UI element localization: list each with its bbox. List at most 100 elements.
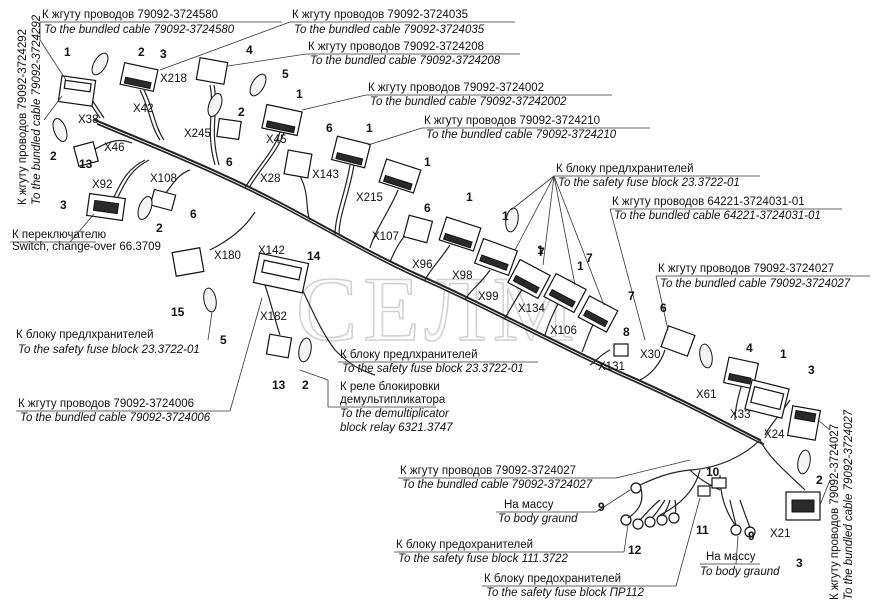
connector-x134 <box>507 258 551 300</box>
connector-x30 <box>660 325 696 357</box>
callout-13: 13 <box>79 157 93 171</box>
code-x182: X182 <box>260 311 287 323</box>
code-x92: X92 <box>92 179 112 191</box>
label-en: To the bundled cable 79092-3724580 <box>44 24 235 36</box>
label-harness-3724002: К жгуту проводов 79092-3724002 To the bu… <box>301 82 612 111</box>
label-fuse-block-left: К блоку предлхранителей To the safety fu… <box>16 311 213 356</box>
callout-1: 1 <box>424 155 431 169</box>
connector-x46 <box>73 141 99 167</box>
label-harness-3724035: К жгуту проводов 79092-3724035 To the bu… <box>159 9 515 71</box>
label-en: To the safety fuse block 23.3722-01 <box>558 177 740 189</box>
code-x108: X108 <box>150 173 177 185</box>
label-fuse-block-top: К блоку предлхранителей To the safety fu… <box>510 163 760 306</box>
label-ru: К жгуту проводов 79092-3724027 <box>829 424 841 600</box>
callout-2: 2 <box>138 45 145 59</box>
callout-3: 3 <box>60 198 67 212</box>
callout-12: 12 <box>628 543 642 557</box>
label-ru: К жгуту проводов 79092-3724292 <box>17 29 29 205</box>
connector-x24 <box>786 405 822 441</box>
connector-x38 <box>57 75 97 107</box>
connector-x245 <box>195 57 242 141</box>
label-ru: К жгуту проводов 79092-3724027 <box>658 263 834 275</box>
label-fuse-block-1113722: К блоку предохранителей To the safety fu… <box>394 524 629 565</box>
connector-x182 <box>265 333 293 359</box>
ring-terminals <box>620 477 756 538</box>
callout-10: 10 <box>706 465 720 479</box>
label-en: Switch, change-over 66.3709 <box>12 241 161 253</box>
label-harness-64221: К жгуту проводов 64221-3724031-01 To the… <box>609 196 842 341</box>
label-harness-3724292-vertical: К жгуту проводов 79092-3724292 To the bu… <box>17 14 63 205</box>
label-harness-3724027-bottom: К жгуту проводов 79092-3724027 To the bu… <box>398 459 691 491</box>
connector-x108 <box>149 188 177 212</box>
label-ru: К блоку предлхранителей <box>556 163 694 175</box>
label-en: To the bundled cable 79092-3724035 <box>294 24 485 36</box>
callout-7: 7 <box>628 289 635 303</box>
label-ru: К жгуту проводов 79092-3724006 <box>18 398 194 410</box>
connector-x107 <box>402 214 434 244</box>
code-x96: X96 <box>412 259 432 271</box>
code-x28: X28 <box>260 173 280 185</box>
label-en-2: block relay 6321.3747 <box>340 422 453 434</box>
callout-1: 1 <box>780 347 787 361</box>
connector-x92 <box>85 192 127 222</box>
code-x245: X245 <box>184 128 211 140</box>
connector-x99 <box>473 237 519 277</box>
label-en: To the bundled cable 79092-3724027 <box>402 479 593 491</box>
label-ru: К блоку предохранителей <box>484 573 621 585</box>
label-ru: К жгуту проводов 79092-3724208 <box>308 41 484 53</box>
callout-numbers: 1 2 3 4 5 2 1 6 1 2 13 3 2 6 6 1 1 6 1 1… <box>50 43 823 570</box>
label-en: To the bundled cable 64221-3724031-01 <box>614 210 821 222</box>
label-en: To the bundled cable 79092-3724006 <box>20 412 211 424</box>
connector-codes: X38 X42 X218 X245 X46 X92 X108 X45 X28 X… <box>78 73 790 540</box>
label-harness-3724208: К жгуту проводов 79092-3724208 To the bu… <box>227 41 520 67</box>
label-harness-3724580: К жгуту проводов 79092-3724580 To the bu… <box>39 9 282 81</box>
code-x30: X30 <box>640 349 660 361</box>
callout-7: 7 <box>538 245 545 259</box>
callout-3: 3 <box>808 363 815 377</box>
callout-6: 6 <box>190 207 197 221</box>
label-harness-3724027-right: К жгуту проводов 79092-3724027 To the bu… <box>655 263 870 331</box>
connector-x61 <box>722 356 760 390</box>
callout-2: 2 <box>50 149 57 163</box>
callout-2: 2 <box>156 221 163 235</box>
label-ground-right: На массу To body graund <box>700 535 780 578</box>
label-ru: К жгуту проводов 79092-3724002 <box>368 82 544 94</box>
label-ru: К блоку предлхранителей <box>340 349 478 361</box>
label-ru: К жгуту проводов 79092-3724210 <box>424 115 600 127</box>
connector-x33 <box>744 379 790 419</box>
label-ru: К реле блокировки <box>340 381 440 393</box>
callout-14: 14 <box>307 249 321 263</box>
connector-x142 <box>252 252 310 294</box>
code-x215: X215 <box>356 192 383 204</box>
code-x24: X24 <box>764 429 785 441</box>
callout-11: 11 <box>696 523 709 537</box>
code-x134: X134 <box>518 303 545 315</box>
label-ru: К жгуту проводов 79092-3724035 <box>292 9 468 21</box>
label-en: To body graund <box>700 566 780 578</box>
callout-1: 1 <box>64 45 71 59</box>
callout-4: 4 <box>246 43 253 57</box>
connector-x131 <box>613 343 629 357</box>
callout-1: 1 <box>502 209 509 223</box>
callout-15: 15 <box>171 305 185 319</box>
callout-13: 13 <box>272 378 286 392</box>
code-x180: X180 <box>214 250 241 262</box>
label-en: To the safety fuse block 23.3722-01 <box>18 344 200 356</box>
label-fuse-block-mid: К блоку предлхранителей To the safety fu… <box>338 349 538 375</box>
label-ru: К блоку предохранителей <box>396 539 533 551</box>
label-en: To the bundled cable 79092-3724292 <box>31 14 43 205</box>
callout-2: 2 <box>302 378 309 392</box>
label-harness-3724210: К жгуту проводов 79092-3724210 To the bu… <box>367 115 650 146</box>
connector-x28 <box>283 149 313 179</box>
label-ru: К жгуту проводов 79092-3724580 <box>42 9 218 21</box>
label-ru: На массу <box>504 499 554 511</box>
callout-3: 3 <box>796 556 803 570</box>
code-x107: X107 <box>372 231 399 243</box>
callout-1: 1 <box>296 87 303 101</box>
callout-1: 1 <box>537 243 544 257</box>
label-ru: К жгуту проводов 64221-3724031-01 <box>612 196 805 208</box>
label-ru: К блоку предлхранителей <box>16 329 154 341</box>
callout-2: 2 <box>238 105 245 119</box>
connector-x21 <box>785 491 821 521</box>
callout-9: 9 <box>748 529 755 543</box>
